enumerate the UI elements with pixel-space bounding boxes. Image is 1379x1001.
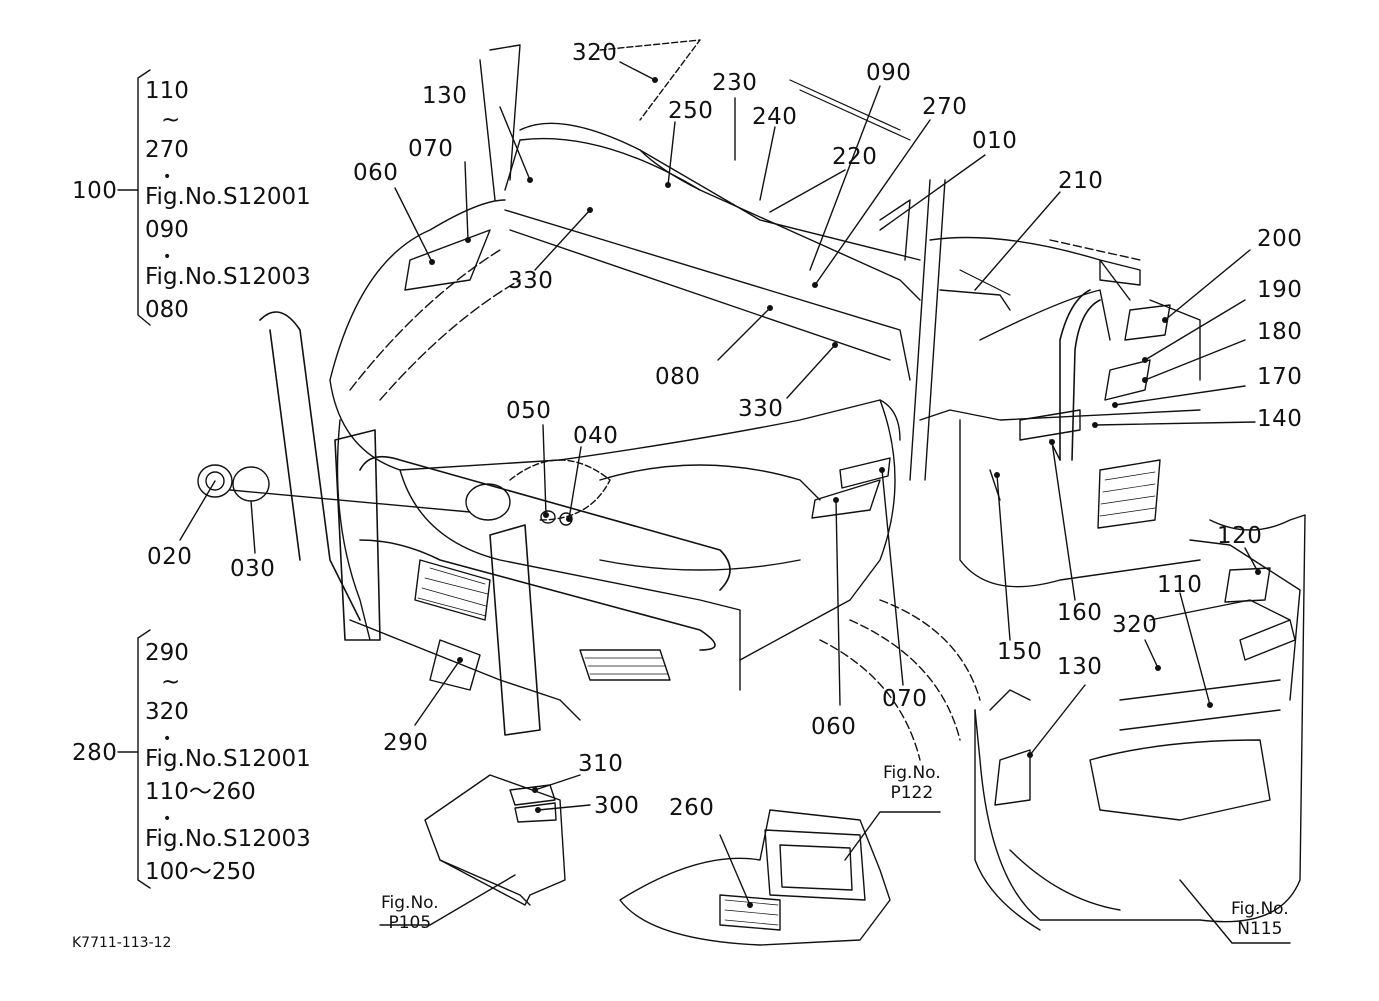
group-line: ~ (161, 107, 181, 133)
group-list-280: 290 ~ 320 • Fig.No.S12001 110～260 • Fig.… (145, 642, 311, 894)
group-line: ~ (161, 669, 181, 695)
part-label-150: 150 (997, 639, 1043, 665)
group-line: Fig.No.S12003 (145, 264, 311, 290)
group-line: 080 (145, 297, 189, 323)
group-line: Fig.No.S12001 (145, 746, 311, 772)
part-label-260: 260 (669, 795, 715, 821)
group-line: Fig.No.S12001 (145, 184, 311, 210)
part-label-200: 200 (1257, 226, 1303, 252)
fig-ref-label: Fig.No. (883, 763, 941, 783)
part-label-210: 210 (1058, 168, 1104, 194)
part-label-230: 230 (712, 70, 758, 96)
part-label-080: 080 (655, 364, 701, 390)
part-label-070-top: 070 (408, 136, 454, 162)
fig-ref-number: N115 (1237, 918, 1283, 939)
part-label-320-door: 320 (1112, 612, 1158, 638)
part-label-090: 090 (866, 60, 912, 86)
part-label-330-left: 330 (508, 268, 554, 294)
group-line: Fig.No.S12003 (145, 826, 311, 852)
part-label-320-top: 320 (572, 40, 618, 66)
part-label-130-top: 130 (422, 83, 468, 109)
diagram-id: K7711-113-12 (72, 935, 172, 951)
group-line: 290 (145, 640, 189, 666)
fig-ref-label: Fig.No. (381, 893, 439, 913)
fig-ref-n115: Fig.No. N115 (1231, 899, 1289, 939)
group-line: • (163, 811, 172, 827)
fig-ref-label: Fig.No. (1231, 899, 1289, 919)
part-label-050: 050 (506, 398, 552, 424)
group-line: 320 (145, 699, 189, 725)
part-label-240: 240 (752, 104, 798, 130)
part-label-020: 020 (147, 544, 193, 570)
part-label-330-mid: 330 (738, 396, 784, 422)
part-label-140: 140 (1257, 406, 1303, 432)
part-label-270: 270 (922, 94, 968, 120)
part-label-220: 220 (832, 144, 878, 170)
part-label-160: 160 (1057, 600, 1103, 626)
group-line: 090 (145, 217, 189, 243)
part-label-030: 030 (230, 556, 276, 582)
part-label-070-side: 070 (882, 686, 928, 712)
fig-ref-number: P122 (890, 782, 934, 803)
part-label-300: 300 (594, 793, 640, 819)
fig-ref-p122: Fig.No. P122 (883, 763, 941, 803)
part-label-110: 110 (1157, 572, 1203, 598)
fig-ref-number: P105 (388, 912, 432, 933)
part-label-120: 120 (1217, 523, 1263, 549)
part-label-190: 190 (1257, 277, 1303, 303)
part-label-040: 040 (573, 423, 619, 449)
group-head-280: 280 (72, 740, 118, 766)
part-label-180: 180 (1257, 319, 1303, 345)
group-line: 110 (145, 78, 189, 104)
group-line: 110～260 (145, 779, 256, 805)
part-label-060-top: 060 (353, 160, 399, 186)
group-line: • (163, 249, 172, 265)
part-label-290: 290 (383, 730, 429, 756)
fig-ref-p105: Fig.No. P105 (381, 893, 439, 933)
group-line: • (163, 169, 172, 185)
part-label-010: 010 (972, 128, 1018, 154)
group-line: • (163, 731, 172, 747)
part-label-130-door: 130 (1057, 654, 1103, 680)
group-line: 270 (145, 137, 189, 163)
part-label-310: 310 (578, 751, 624, 777)
part-label-060-side: 060 (811, 714, 857, 740)
part-label-250: 250 (668, 98, 714, 124)
part-label-170: 170 (1257, 364, 1303, 390)
group-line: 100～250 (145, 859, 256, 885)
group-head-100: 100 (72, 178, 118, 204)
group-list-100: 110 ~ 270 • Fig.No.S12001 090 • Fig.No.S… (145, 80, 311, 332)
